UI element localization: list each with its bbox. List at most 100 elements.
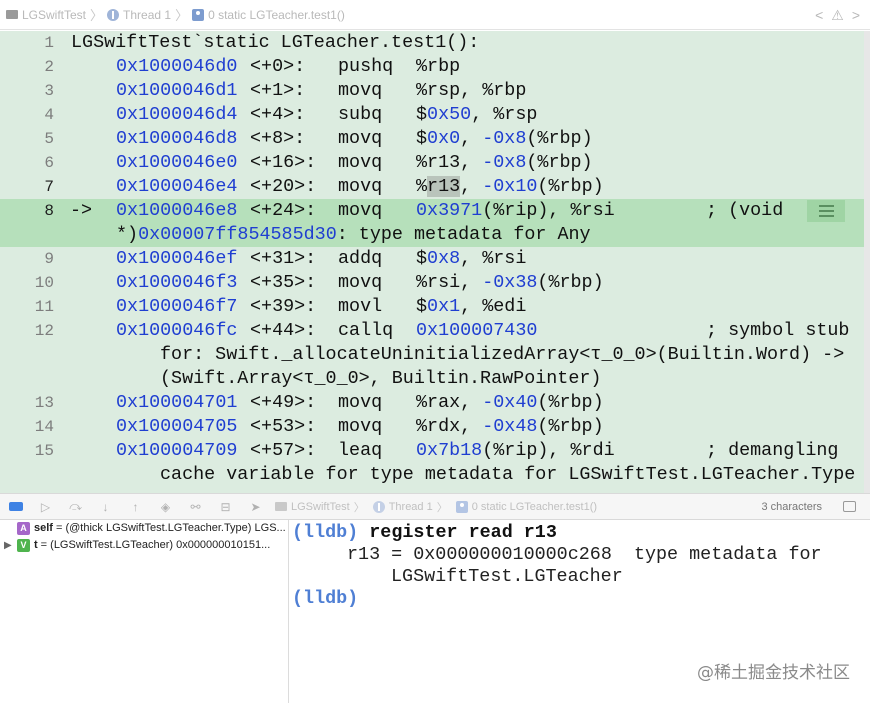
line-number[interactable]: 6 — [44, 154, 54, 172]
variable-value: = (LGSwiftTest.LGTeacher) 0x000000010151… — [40, 539, 271, 551]
code-line-continuation: *)0x00007ff854585d30: type metadata for … — [0, 223, 864, 247]
code-line-continuation: for: Swift._allocateUninitializedArray<τ… — [0, 343, 864, 367]
toggle-panel-icon[interactable] — [843, 501, 856, 512]
disclosure-triangle-icon[interactable]: ▶ — [4, 540, 12, 551]
instruction-operands: $0x8, %rsi — [416, 248, 527, 269]
code-line-continuation: (Swift.Array<τ_0_0>, Builtin.RawPointer) — [0, 367, 864, 391]
instruction-operands: 0x7b18(%rip), %rdi — [416, 440, 615, 461]
instruction-offset: <+44>: — [250, 320, 317, 341]
instruction-address: 0x100004701 — [116, 392, 238, 413]
step-into-icon[interactable]: ↓ — [102, 499, 109, 514]
instruction-comment: ; symbol stub — [706, 320, 850, 341]
instruction-offset: <+4>: — [250, 104, 306, 125]
instruction-opcode: callq — [338, 320, 394, 341]
line-number[interactable]: 11 — [34, 298, 54, 316]
breadcrumb-project[interactable]: LGSwiftTest — [6, 8, 86, 22]
instruction-operands: %rsi, -0x38(%rbp) — [416, 272, 604, 293]
pc-arrow-indicator: -> — [70, 200, 93, 221]
variable-badge-icon: V — [17, 539, 30, 552]
instruction-offset: <+35>: — [250, 272, 317, 293]
breadcrumb-project-label: LGSwiftTest — [22, 7, 87, 22]
instruction-operands: $0x50, %rsp — [416, 104, 538, 125]
console-command-line: (lldb) register read r13 — [289, 522, 870, 544]
console-command: register read r13 — [369, 522, 557, 543]
step-out-icon[interactable]: ↑ — [132, 499, 139, 514]
environment-overrides-icon[interactable]: ⊟ — [220, 499, 231, 514]
lldb-console[interactable]: (lldb) register read r13 r13 = 0x0000000… — [289, 520, 870, 703]
lldb-prompt: (lldb) — [292, 522, 359, 543]
variable-row-self[interactable]: A self = (@thick LGSwiftTest.LGTeacher.T… — [0, 520, 288, 537]
chevron-right-icon: 〉 — [90, 8, 104, 23]
debug-breadcrumb-project[interactable]: LGSwiftTest — [275, 501, 350, 513]
debug-breadcrumb-project-label: LGSwiftTest — [291, 500, 350, 513]
line-number[interactable]: 2 — [44, 58, 54, 76]
continue-icon[interactable]: ▷ — [40, 499, 51, 514]
argument-badge-icon: A — [17, 522, 30, 535]
lldb-prompt: (lldb) — [292, 588, 359, 609]
line-number[interactable]: 13 — [34, 394, 54, 412]
line-number[interactable]: 3 — [44, 82, 54, 100]
previous-issue-button[interactable]: < — [815, 7, 824, 23]
chevron-right-icon: 〉 — [353, 501, 365, 514]
breadcrumb-frame[interactable]: 0 static LGTeacher.test1() — [192, 8, 345, 22]
location-icon[interactable]: ➤ — [250, 499, 261, 514]
line-number[interactable]: 15 — [34, 442, 54, 460]
debug-breadcrumb-frame[interactable]: 0 static LGTeacher.test1() — [455, 500, 597, 513]
warning-icon[interactable]: ⚠ — [831, 7, 844, 23]
instruction-opcode: movq — [338, 416, 383, 437]
variables-view[interactable]: A self = (@thick LGSwiftTest.LGTeacher.T… — [0, 520, 289, 703]
line-number[interactable]: 10 — [34, 274, 54, 292]
next-issue-button[interactable]: > — [851, 7, 860, 23]
step-over-icon[interactable]: ⤼ — [69, 499, 82, 513]
line-number[interactable]: 4 — [44, 106, 54, 124]
hamburger-icon[interactable] — [807, 200, 845, 222]
memory-graph-icon[interactable]: ⚯ — [190, 499, 201, 514]
instruction-address: 0x1000046e4 — [116, 176, 238, 197]
thread-icon — [372, 500, 385, 513]
breadcrumb-thread[interactable]: Thread 1 — [107, 8, 171, 22]
editor-scrollbar[interactable] — [864, 31, 870, 493]
continuation-text: cache variable for type metadata for LGS… — [160, 464, 856, 485]
instruction-offset: <+24>: — [250, 200, 317, 221]
line-number[interactable]: 5 — [44, 130, 54, 148]
instruction-operands: %rdx, -0x48(%rbp) — [416, 416, 604, 437]
line-number[interactable]: 7 — [44, 178, 54, 196]
line-number[interactable]: 14 — [34, 418, 54, 436]
variable-name: t — [34, 539, 38, 551]
continuation-text: *)0x00007ff854585d30: type metadata for … — [116, 224, 591, 245]
line-number[interactable]: 1 — [44, 34, 54, 52]
code-line[interactable]: 1 LGSwiftTest`static LGTeacher.test1(): — [0, 31, 864, 55]
debug-breadcrumb-thread[interactable]: Thread 1 — [372, 500, 433, 513]
line-number[interactable]: 12 — [34, 322, 54, 340]
instruction-offset: <+1>: — [250, 80, 306, 101]
instruction-address: 0x1000046f7 — [116, 296, 238, 317]
instruction-address: 0x1000046fc — [116, 320, 238, 341]
line-number[interactable]: 8 — [44, 202, 54, 220]
variable-row-t[interactable]: ▶ V t = (LGSwiftTest.LGTeacher) 0x000000… — [0, 537, 288, 554]
watermark: @稀土掘金技术社区 — [697, 663, 850, 683]
line-number[interactable]: 9 — [44, 250, 54, 268]
jump-bar: LGSwiftTest 〉 Thread 1 〉 0 static LGTeac… — [0, 0, 870, 30]
instruction-address: 0x100004705 — [116, 416, 238, 437]
view-hierarchy-icon[interactable]: ◈ — [160, 499, 171, 514]
function-label: LGSwiftTest`static LGTeacher.test1(): — [71, 32, 480, 53]
instruction-offset: <+8>: — [250, 128, 306, 149]
console-prompt-line[interactable]: (lldb) — [289, 588, 870, 610]
hide-debug-area-button[interactable] — [9, 502, 23, 511]
code-line-continuation: cache variable for type metadata for LGS… — [0, 463, 864, 487]
